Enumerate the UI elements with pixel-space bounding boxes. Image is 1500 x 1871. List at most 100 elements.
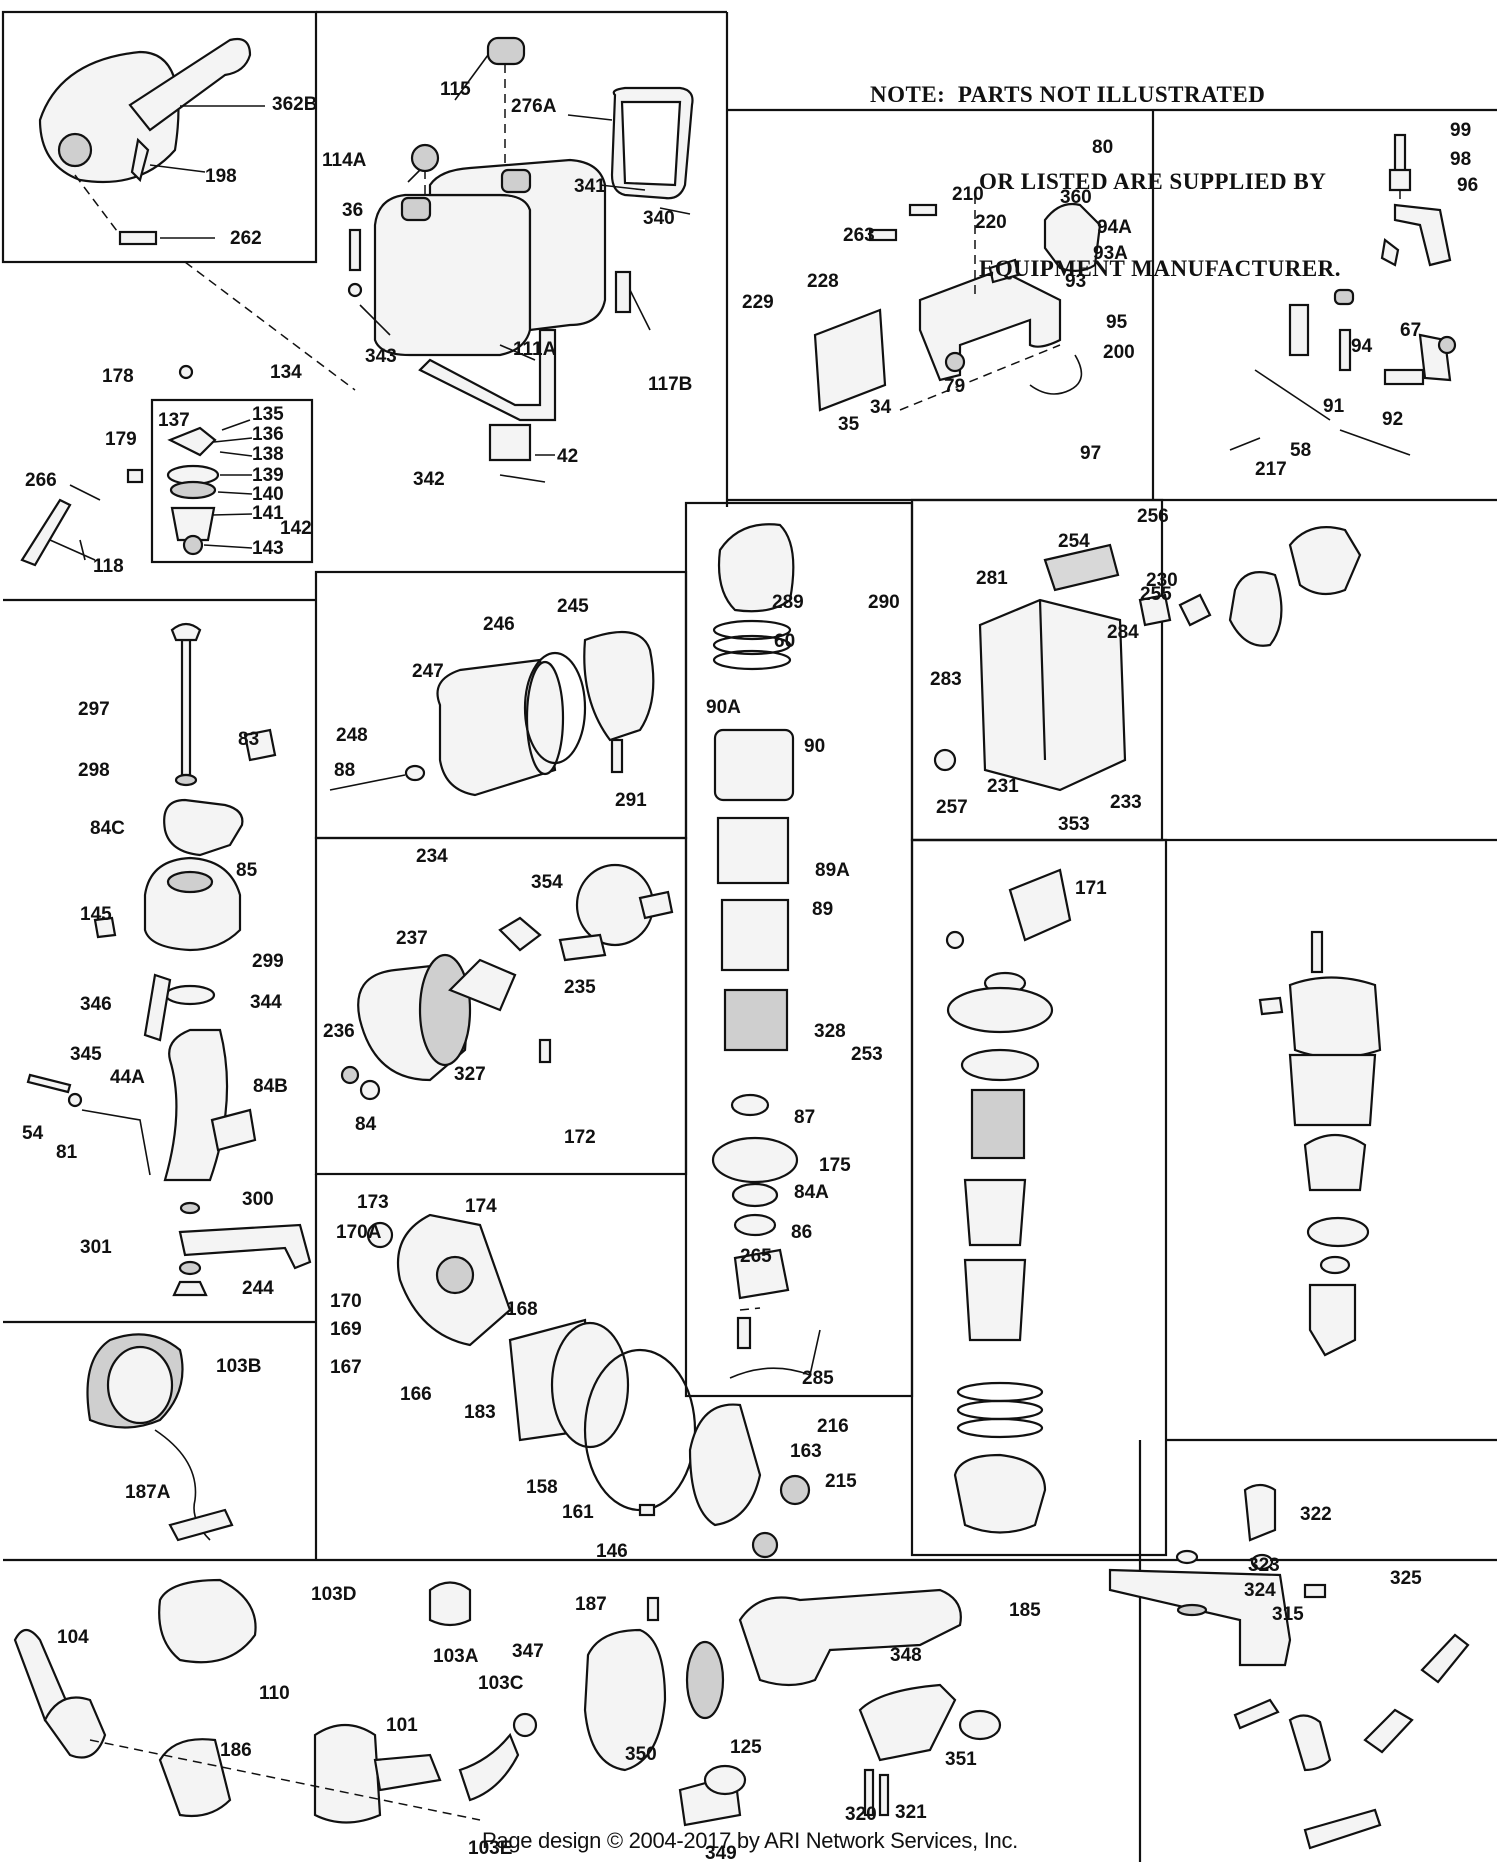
part-label-54: 54 bbox=[22, 1123, 44, 1144]
part-label-186: 186 bbox=[220, 1740, 252, 1761]
governor-linkage-group bbox=[1229, 133, 1457, 456]
part-label-247: 247 bbox=[412, 661, 444, 682]
part-label-341: 341 bbox=[574, 176, 606, 197]
part-label-266: 266 bbox=[25, 470, 57, 491]
part-label-86: 86 bbox=[791, 1222, 812, 1243]
part-label-93a: 93A bbox=[1093, 243, 1128, 264]
part-label-217: 217 bbox=[1255, 459, 1287, 480]
part-label-158: 158 bbox=[526, 1477, 558, 1498]
part-label-229: 229 bbox=[742, 292, 774, 313]
part-label-228: 228 bbox=[807, 271, 839, 292]
part-label-104: 104 bbox=[57, 1627, 89, 1648]
carb-mount-group bbox=[813, 195, 1102, 412]
part-label-254: 254 bbox=[1058, 531, 1090, 552]
part-label-146: 146 bbox=[596, 1541, 628, 1562]
part-label-175: 175 bbox=[819, 1155, 851, 1176]
part-label-98: 98 bbox=[1450, 149, 1471, 170]
part-label-301: 301 bbox=[80, 1237, 112, 1258]
rotating-screen-group bbox=[366, 1213, 811, 1559]
part-label-351: 351 bbox=[945, 1749, 977, 1770]
part-label-187a: 187A bbox=[125, 1482, 171, 1503]
muffler-group bbox=[13, 1578, 538, 1824]
part-label-168: 168 bbox=[506, 1299, 538, 1320]
part-label-58: 58 bbox=[1290, 440, 1311, 461]
far-right-filter-stack bbox=[1258, 930, 1382, 1357]
note-line-1: NOTE: PARTS NOT ILLUSTRATED bbox=[870, 82, 1266, 107]
part-label-60: 60 bbox=[774, 631, 795, 652]
part-label-289: 289 bbox=[772, 592, 804, 613]
part-label-173: 173 bbox=[357, 1192, 389, 1213]
part-label-237: 237 bbox=[396, 928, 428, 949]
part-label-87: 87 bbox=[794, 1107, 815, 1128]
part-label-185: 185 bbox=[1009, 1600, 1041, 1621]
part-label-163: 163 bbox=[790, 1441, 822, 1462]
part-label-300: 300 bbox=[242, 1189, 274, 1210]
part-label-84b: 84B bbox=[253, 1076, 288, 1097]
note-line-2: OR LISTED ARE SUPPLIED BY bbox=[979, 169, 1327, 194]
part-label-140: 140 bbox=[252, 484, 284, 505]
parts-note: NOTE: PARTS NOT ILLUSTRATED OR LISTED AR… bbox=[870, 22, 1410, 312]
carb-housing-group bbox=[933, 526, 1362, 792]
part-label-327: 327 bbox=[454, 1064, 486, 1085]
note-line-3: EQUIPMENT MANUFACTURER. bbox=[979, 256, 1342, 281]
part-label-322: 322 bbox=[1300, 1504, 1332, 1525]
part-label-256: 256 bbox=[1137, 506, 1169, 527]
right-filter-stack bbox=[945, 868, 1072, 1534]
part-label-353: 353 bbox=[1058, 814, 1090, 835]
part-label-315: 315 bbox=[1272, 1604, 1304, 1625]
part-label-169: 169 bbox=[330, 1319, 362, 1340]
part-label-134: 134 bbox=[270, 362, 302, 383]
part-label-298: 298 bbox=[78, 760, 110, 781]
part-label-103a: 103A bbox=[433, 1646, 479, 1667]
part-label-114a: 114A bbox=[322, 150, 367, 171]
part-label-91: 91 bbox=[1323, 396, 1345, 417]
part-label-170a: 170A bbox=[336, 1222, 382, 1243]
part-label-233: 233 bbox=[1110, 792, 1142, 813]
part-label-83: 83 bbox=[238, 729, 259, 750]
part-label-320: 320 bbox=[845, 1804, 877, 1825]
part-label-284: 284 bbox=[1107, 622, 1139, 643]
part-label-142: 142 bbox=[280, 518, 312, 539]
part-label-89: 89 bbox=[812, 899, 833, 920]
part-label-139: 139 bbox=[252, 465, 284, 486]
part-label-346: 346 bbox=[80, 994, 112, 1015]
part-label-95: 95 bbox=[1106, 312, 1128, 333]
part-label-265: 265 bbox=[740, 1246, 772, 1267]
part-label-166: 166 bbox=[400, 1384, 432, 1405]
part-label-253: 253 bbox=[851, 1044, 883, 1065]
part-label-103c: 103C bbox=[478, 1673, 524, 1694]
part-label-285: 285 bbox=[802, 1368, 834, 1389]
part-label-342: 342 bbox=[413, 469, 445, 490]
part-label-321: 321 bbox=[895, 1802, 927, 1823]
part-label-230: 230 bbox=[1146, 570, 1178, 591]
part-label-88: 88 bbox=[334, 760, 355, 781]
part-label-245: 245 bbox=[557, 596, 589, 617]
part-label-67: 67 bbox=[1400, 320, 1421, 341]
part-label-167: 167 bbox=[330, 1357, 362, 1378]
air-cleaner-a-group bbox=[329, 630, 655, 797]
part-label-235: 235 bbox=[564, 977, 596, 998]
panel-frames bbox=[1, 10, 1497, 1862]
part-label-246: 246 bbox=[483, 614, 515, 635]
part-label-263: 263 bbox=[843, 225, 875, 246]
part-label-262: 262 bbox=[230, 228, 262, 249]
part-label-80: 80 bbox=[1092, 137, 1113, 158]
part-label-354: 354 bbox=[531, 872, 563, 893]
part-label-136: 136 bbox=[252, 424, 284, 445]
part-label-179: 179 bbox=[105, 429, 137, 450]
exhaust-group bbox=[583, 1588, 1002, 1827]
air-elbow-group bbox=[26, 622, 312, 1297]
part-label-325: 325 bbox=[1390, 1568, 1422, 1589]
air-cleaner-b-group bbox=[340, 863, 674, 1101]
part-label-344: 344 bbox=[250, 992, 282, 1013]
center-filter-stack bbox=[711, 523, 821, 1379]
copyright-footer: Page design © 2004-2017 by ARI Network S… bbox=[482, 1828, 1018, 1853]
fuel-strainer-group bbox=[20, 364, 314, 567]
part-label-161: 161 bbox=[562, 1502, 594, 1523]
part-label-90: 90 bbox=[804, 736, 825, 757]
part-label-345: 345 bbox=[70, 1044, 102, 1065]
part-label-84: 84 bbox=[355, 1114, 377, 1135]
part-label-84c: 84C bbox=[90, 818, 125, 839]
part-label-143: 143 bbox=[252, 538, 284, 559]
